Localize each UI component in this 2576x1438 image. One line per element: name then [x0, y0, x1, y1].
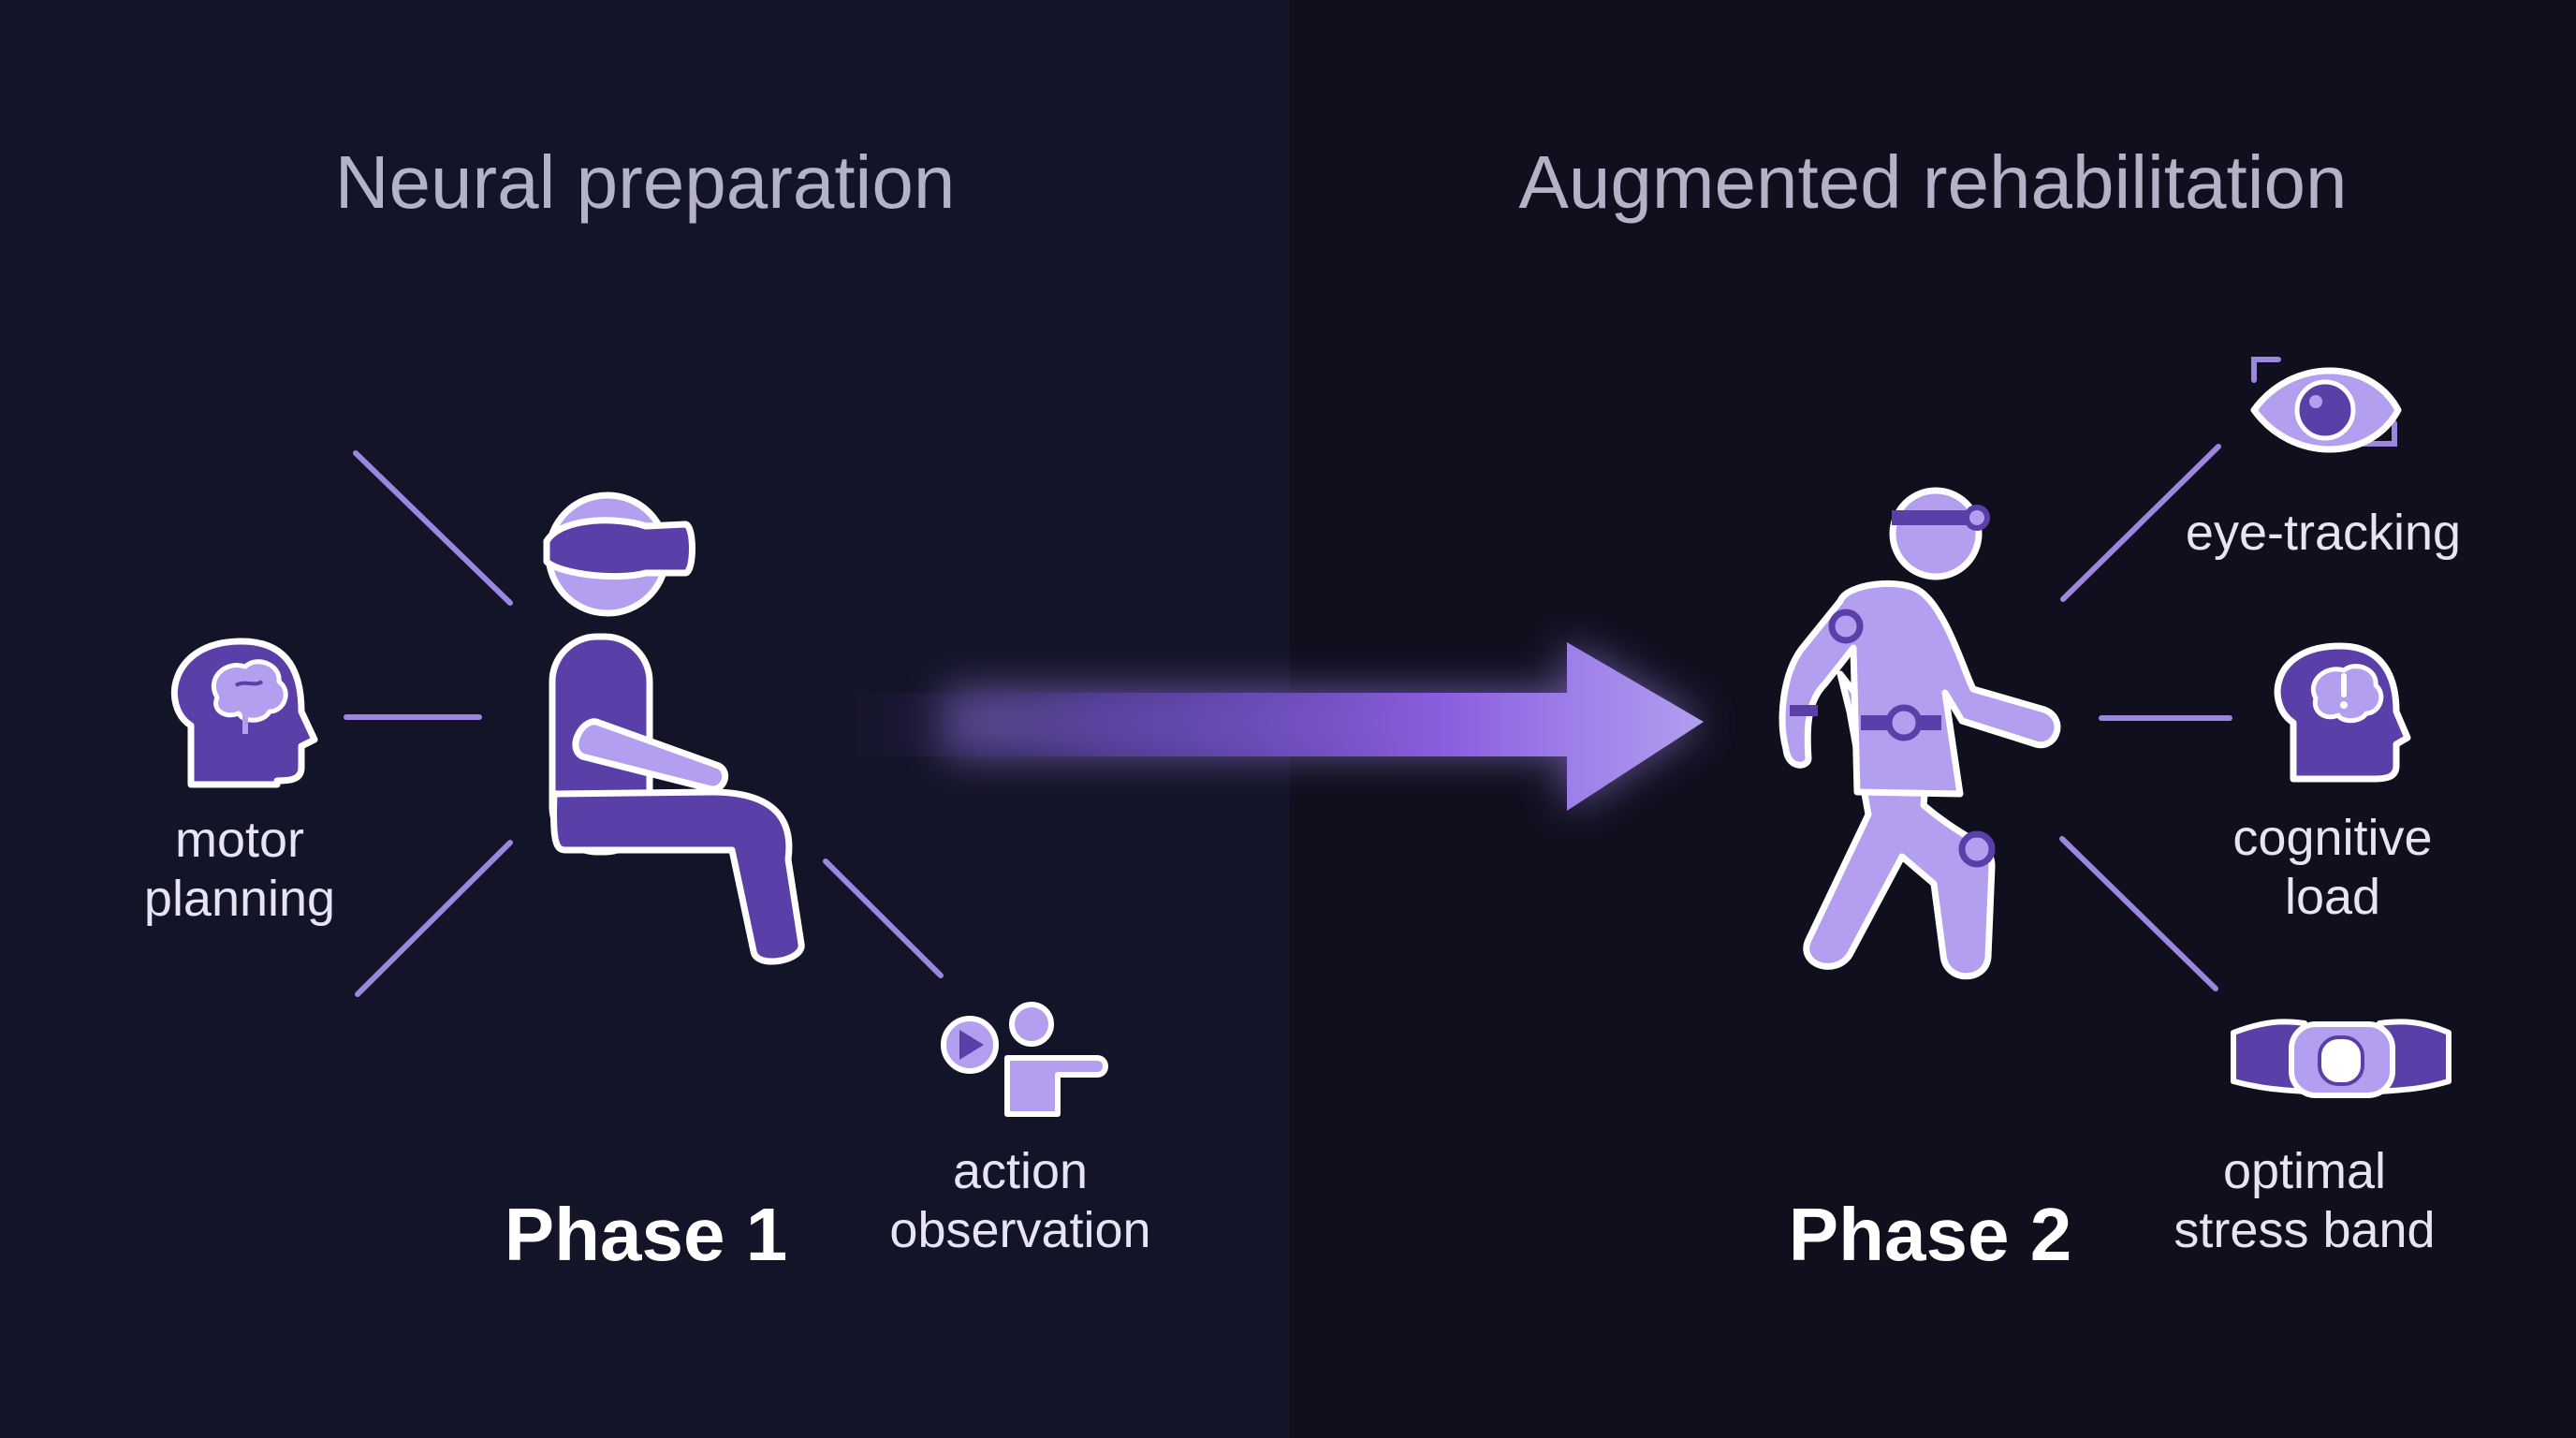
connector-line — [823, 858, 944, 978]
head-alert-icon — [2274, 642, 2411, 783]
phase-2-label: Phase 2 — [1788, 1193, 2072, 1276]
seated-person-vr-headset-icon — [543, 492, 805, 965]
phase-1-connectors — [344, 450, 944, 997]
eye-tracking-icon — [2250, 357, 2402, 453]
motor-planning-label: motor planning — [143, 812, 336, 928]
connector-line — [355, 840, 513, 997]
walking-person-sensors-icon — [1778, 487, 2061, 980]
action-observation-icon — [941, 1002, 1108, 1117]
wristband-icon — [2231, 1019, 2452, 1098]
brain-head-icon — [170, 638, 318, 788]
eye-tracking-label: eye-tracking — [2185, 505, 2462, 561]
connector-line — [2059, 836, 2218, 991]
connector-line — [2060, 444, 2221, 602]
glowing-arrow-right — [842, 642, 1704, 811]
phase-1-label: Phase 1 — [504, 1193, 788, 1276]
phase-1-heading: Neural preparation — [334, 140, 956, 224]
phase-2-heading: Augmented rehabilitation — [1518, 140, 2348, 224]
action-observation-label: action observation — [889, 1143, 1151, 1259]
connector-line — [353, 450, 513, 606]
cognitive-load-label: cognitive load — [2232, 810, 2433, 926]
phase-2-connectors — [2059, 444, 2232, 991]
optimal-stress-band-label: optimal stress band — [2174, 1143, 2436, 1259]
